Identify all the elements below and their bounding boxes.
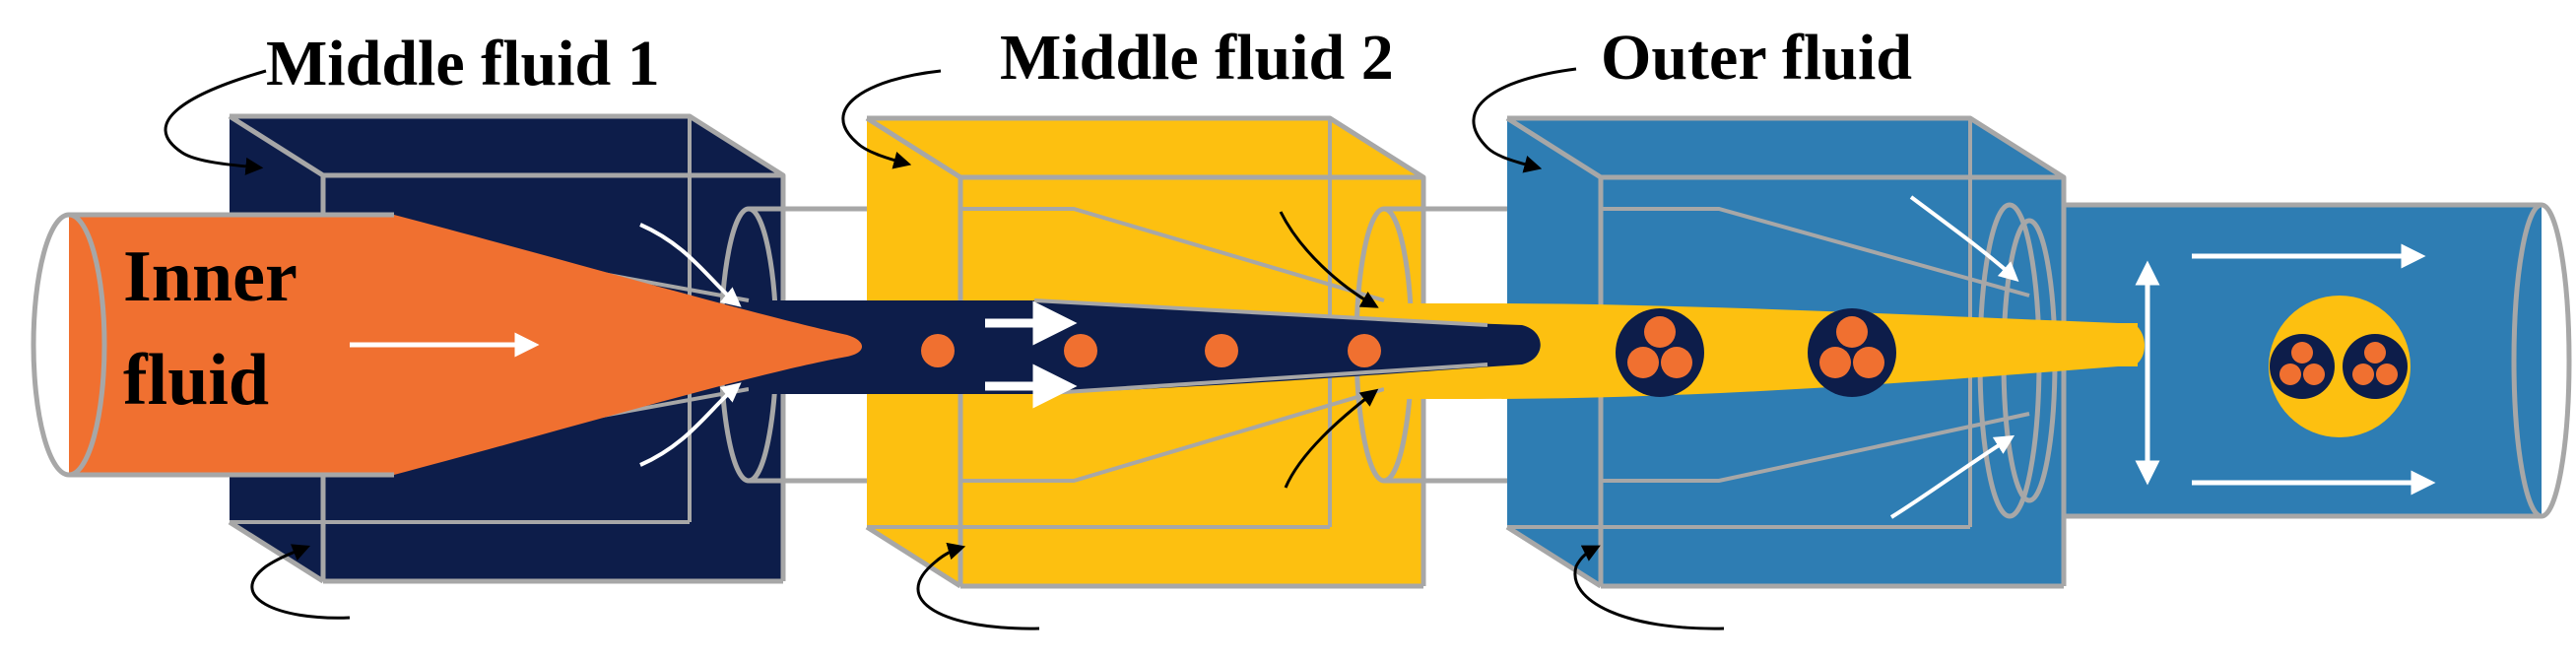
- middle-fluid-1-stream: [749, 300, 1541, 394]
- flow-arrows: [350, 243, 2436, 496]
- triple-emulsion-drop: [2269, 296, 2411, 437]
- double-emulsion-drop: [1616, 308, 1704, 397]
- inner-fluid-label-line1: Inner: [123, 236, 297, 317]
- droplet: [921, 334, 955, 367]
- droplet: [1205, 334, 1238, 367]
- droplet: [1348, 334, 1381, 367]
- inner-fluid-label-line2: fluid: [123, 340, 269, 421]
- middle-fluid-2-label: Middle fluid 2: [1000, 22, 1394, 94]
- outer-fluid-label: Outer fluid: [1601, 22, 1912, 94]
- inlet-pointer-arrows: [164, 67, 1725, 630]
- middle-fluid-1-label: Middle fluid 1: [266, 28, 660, 99]
- double-emulsion-drop: [1808, 308, 1896, 397]
- droplet: [1064, 334, 1097, 367]
- inlet-arrows: [639, 195, 2019, 519]
- middle-fluid-2-stream: [1384, 303, 2138, 399]
